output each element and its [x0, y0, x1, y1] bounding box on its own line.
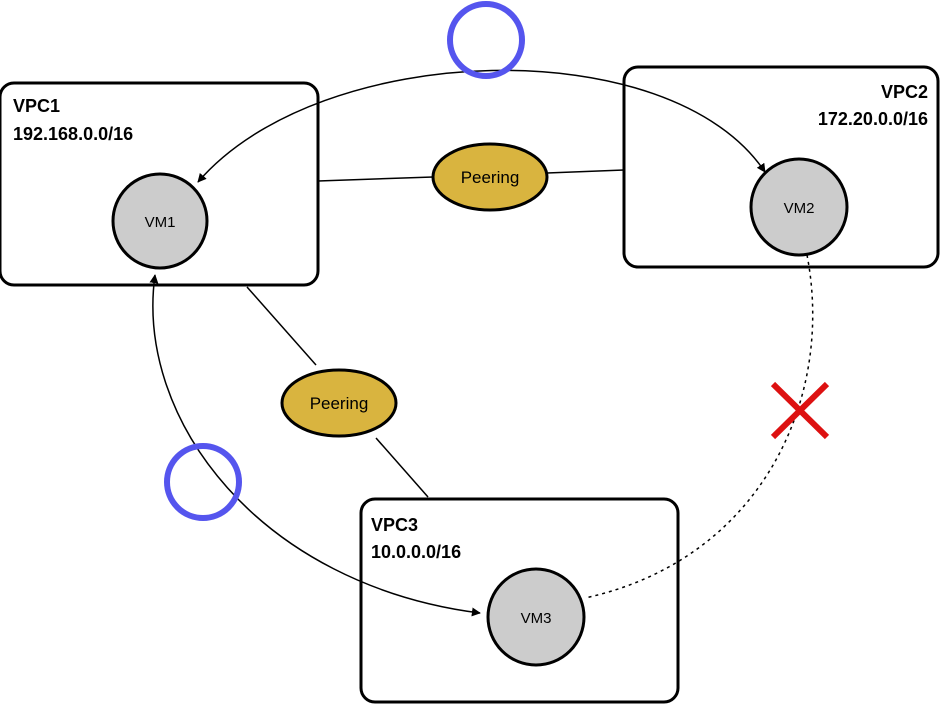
peering-line-vpc1-vpc2-left [317, 176, 434, 182]
blocked-path-vm2-vm3 [584, 254, 814, 599]
vm3-node: VM3 [486, 567, 586, 667]
vpc3-name: VPC3 [371, 515, 418, 535]
flow-path-vm1-vm2 [197, 69, 766, 183]
vm1-label: VM1 [145, 214, 176, 231]
flow-path-vm1-vm3 [149, 274, 481, 617]
transit-ring-vm1-vm3 [164, 443, 242, 521]
vpc2-name: VPC2 [881, 82, 928, 102]
vpc1-cidr: 192.168.0.0/16 [13, 124, 133, 144]
peering-line-vpc1-vpc2-right [546, 169, 625, 174]
peering-label-vpc1-vpc2: Peering [461, 168, 520, 187]
vm2-node: VM2 [749, 157, 849, 257]
vm2-label: VM2 [784, 200, 815, 217]
vm1-node: VM1 [111, 172, 209, 270]
peering-line-vpc1-vpc3-lower [375, 437, 429, 498]
vpc2-cidr: 172.20.0.0/16 [818, 109, 928, 129]
blocked-x-icon [770, 381, 830, 440]
peering-label-vpc1-vpc3: Peering [310, 394, 369, 413]
vpc1-name: VPC1 [13, 96, 60, 116]
peering-vpc1-vpc3: Peering [280, 368, 398, 438]
transit-ring-vm1-vm2 [447, 1, 525, 79]
vm3-label: VM3 [521, 610, 552, 627]
vpc3-cidr: 10.0.0.0/16 [371, 542, 461, 562]
peering-vpc1-vpc2: Peering [431, 142, 549, 212]
peering-line-vpc1-vpc3-upper [246, 286, 317, 366]
